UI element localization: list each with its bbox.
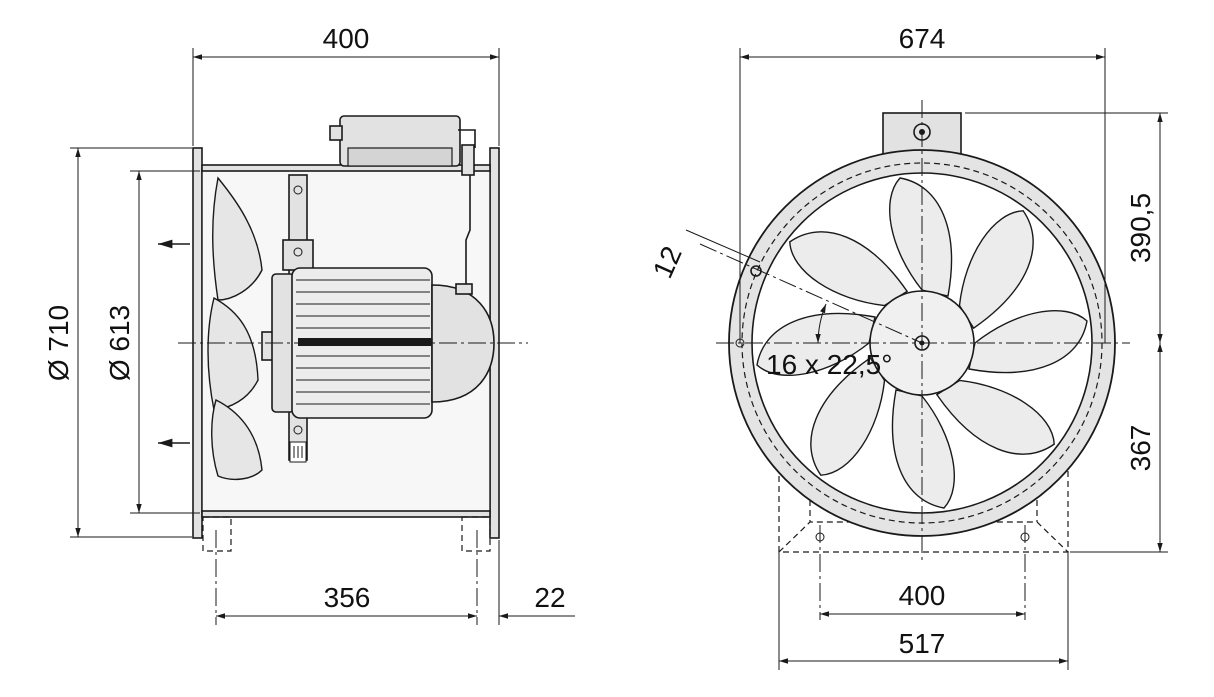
impeller-blades-side [207,176,263,481]
dim-inner-diameter: Ø 613 [104,305,135,381]
dim-outer-diameter: Ø 710 [43,305,74,381]
airflow-arrows [158,239,190,448]
side-view: 400 Ø 710 Ø 613 356 22 [43,23,575,625]
mounting-feet-side [202,516,491,552]
dim-base-hole-spacing: 400 [899,580,946,611]
dim-flange-offset: 22 [534,582,565,613]
dim-side-width: 400 [323,23,370,54]
terminal-box [329,115,476,290]
dim-hole-size: 12 [647,242,688,283]
dim-height-upper: 390,5 [1125,193,1156,263]
motor-cooling-fins [296,279,430,405]
impeller-blades-front [756,177,1088,509]
dim-front-width: 674 [899,23,946,54]
dim-height-lower: 367 [1125,425,1156,472]
front-view: 674 390,5 367 12 16 x 22,5° 400 517 [647,23,1168,670]
dim-bolt-pattern: 16 x 22,5° [766,349,892,380]
dim-mount-spacing: 356 [324,582,371,613]
dim-base-width: 517 [899,628,946,659]
